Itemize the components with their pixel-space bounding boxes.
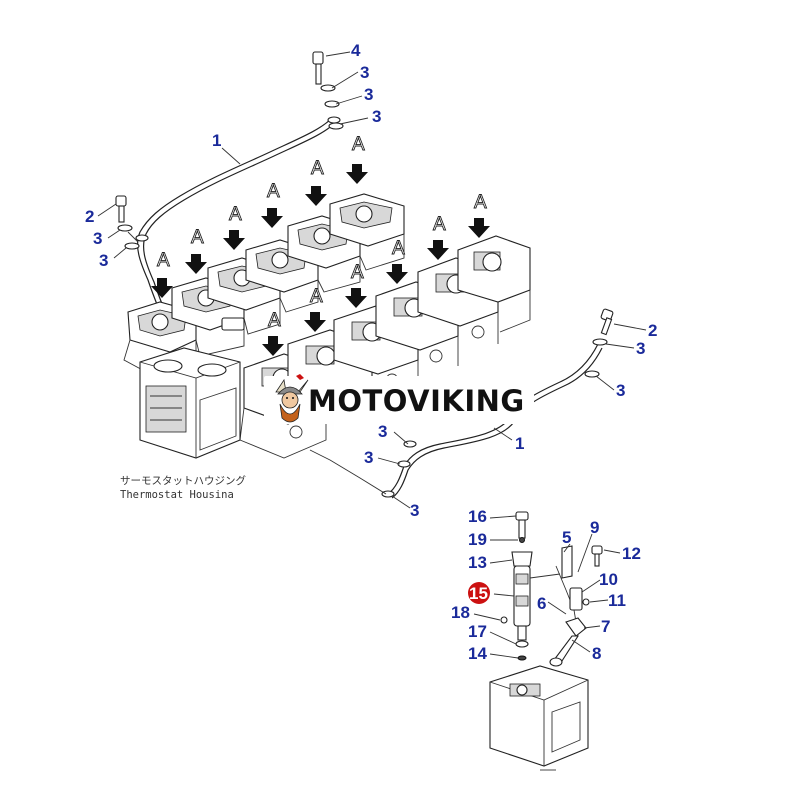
thermostat-note: サーモスタットハウジング Thermostat Housina — [120, 474, 246, 501]
svg-text:A: A — [191, 227, 204, 248]
arrow-a-group: A A A A A A A A — [151, 134, 490, 356]
svg-text:サーモスタットハウジング: サーモスタットハウジング — [120, 474, 246, 487]
callout-19: 19 — [468, 530, 487, 549]
callout-3: 3 — [616, 381, 625, 400]
callout-12: 12 — [622, 544, 641, 563]
arrow-a: A — [427, 214, 449, 260]
svg-text:A: A — [351, 262, 364, 283]
callout-2: 2 — [85, 207, 94, 226]
callout-3: 3 — [364, 85, 373, 104]
callout-3: 3 — [93, 229, 102, 248]
svg-text:A: A — [433, 214, 446, 235]
arrow-a: A — [185, 227, 207, 274]
watermark: MOTOVIKING — [264, 374, 534, 424]
arrow-a: A — [304, 286, 326, 332]
callout-15: 15 — [469, 584, 488, 603]
callout-14: 14 — [468, 644, 487, 663]
thermostat-housing — [139, 347, 241, 459]
arrow-a: A — [386, 238, 408, 284]
callout-3: 3 — [99, 251, 108, 270]
callout-4: 4 — [351, 41, 361, 60]
arrow-a: A — [468, 192, 490, 238]
callout-16: 16 — [468, 507, 487, 526]
arrow-a: A — [346, 134, 368, 184]
callout-7: 7 — [601, 617, 610, 636]
svg-text:Thermostat Housina: Thermostat Housina — [120, 489, 234, 501]
viking-logo-icon — [275, 374, 309, 423]
callout-3: 3 — [364, 448, 373, 467]
arrow-a: A — [345, 262, 367, 308]
callout-3: 3 — [410, 501, 419, 520]
svg-text:A: A — [311, 158, 324, 179]
svg-text:A: A — [229, 204, 242, 225]
callout-1: 1 — [515, 434, 524, 453]
callout-5: 5 — [562, 528, 571, 547]
callout-1: 1 — [212, 131, 221, 150]
arrow-a: A — [151, 250, 173, 298]
top-return-tube — [135, 116, 341, 315]
callout-6: 6 — [537, 594, 546, 613]
callout-17: 17 — [468, 622, 487, 641]
callout-18: 18 — [451, 603, 470, 622]
right-bolt-assembly — [584, 308, 614, 378]
callout-numbers: 1 4 3 3 3 2 3 3 2 3 3 1 3 3 3 16 19 13 1… — [85, 41, 657, 663]
svg-text:A: A — [474, 192, 487, 213]
callout-3: 3 — [378, 422, 387, 441]
callout-9: 9 — [590, 518, 599, 537]
watermark-text: MOTOVIKING — [308, 384, 525, 418]
injector-assembly — [489, 511, 603, 771]
arrow-a: A — [261, 181, 283, 228]
lower-return-tube — [309, 343, 603, 499]
callout-11: 11 — [608, 591, 626, 610]
callout-8: 8 — [592, 644, 601, 663]
left-bolt-assembly — [115, 195, 140, 250]
callout-10: 10 — [599, 570, 618, 589]
arrow-a: A — [223, 204, 245, 250]
svg-text:A: A — [268, 310, 281, 331]
arrow-a: A — [262, 310, 284, 356]
callout-3: 3 — [372, 107, 381, 126]
leader-lines — [97, 51, 647, 659]
svg-text:A: A — [267, 181, 280, 202]
callout-3: 3 — [360, 63, 369, 82]
callout-13: 13 — [468, 553, 487, 572]
top-bolt-assembly — [312, 51, 344, 130]
svg-text:A: A — [392, 238, 405, 259]
callout-2: 2 — [648, 321, 657, 340]
arrow-a: A — [305, 158, 327, 206]
callout-3: 3 — [636, 339, 645, 358]
svg-text:A: A — [310, 286, 323, 307]
highlight-marker-15 — [468, 582, 490, 604]
svg-text:A: A — [157, 250, 170, 271]
upper-head-row — [123, 193, 405, 375]
svg-text:A: A — [352, 134, 365, 155]
